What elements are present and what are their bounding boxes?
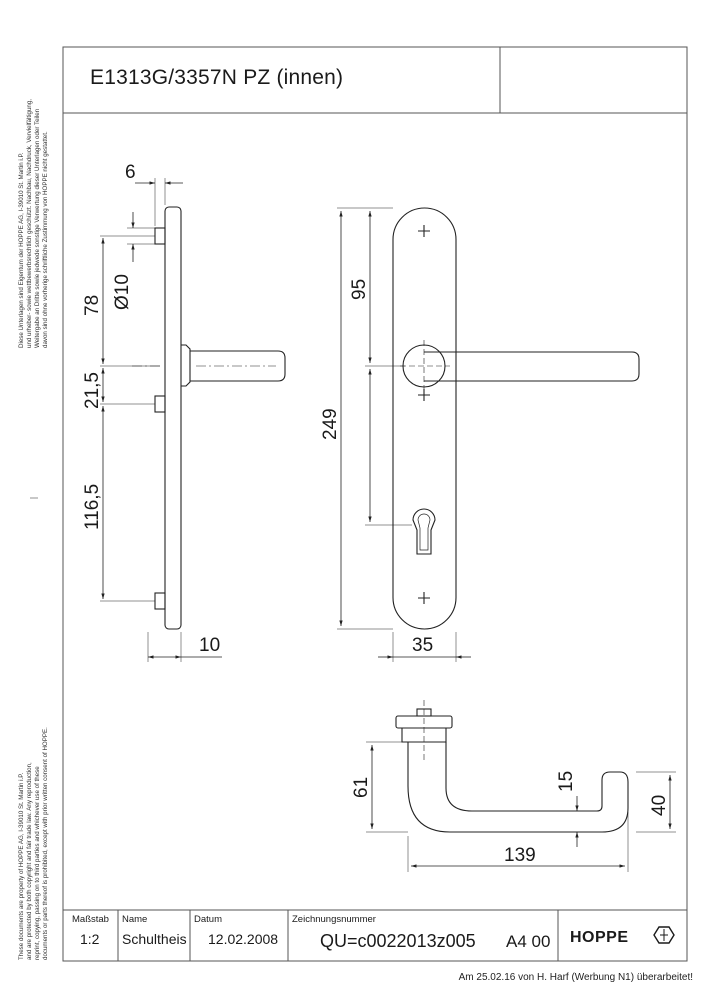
revision-note: Am 25.02.16 von H. Harf (Werbung N1) übe… (458, 972, 693, 983)
copyright-notice-german: Diese Unterlagen sind Eigentum der HOPPE… (18, 99, 50, 348)
format-value: A4 00 (506, 932, 550, 951)
dim-95: 95 (349, 279, 370, 300)
dimension-labels: 6 Ø10 78 21,5 116,5 10 95 249 35 61 15 4… (82, 162, 670, 866)
front-view-dimension-lines (337, 207, 471, 662)
dim-78: 78 (82, 295, 103, 316)
scale-value: 1:2 (80, 931, 100, 947)
notice-line: documents or parts thereof is prohibited… (42, 727, 49, 960)
notice-line: davon sind ohne vorherige schriftliche Z… (42, 131, 49, 348)
name-label: Name (122, 914, 147, 925)
dim-35: 35 (412, 635, 433, 656)
dim-21-5: 21,5 (82, 372, 103, 409)
notice-line: Diese Unterlagen sind Eigentum der HOPPE… (18, 152, 25, 348)
plan-view-drawing (395, 700, 629, 833)
plan-view-dimension-lines (366, 741, 676, 872)
dim-40: 40 (649, 795, 670, 816)
side-view-dimension-lines (100, 178, 222, 662)
date-value: 12.02.2008 (208, 931, 278, 947)
front-view-drawing (392, 207, 640, 630)
dim-61: 61 (351, 777, 372, 798)
title-block: Maßstab 1:2 Name Schultheis Datum 12.02.… (72, 914, 629, 951)
drawing-frame (62, 46, 688, 962)
notice-line: reprint, copying, passing on to third pa… (34, 766, 41, 960)
dim-10: 10 (199, 635, 220, 656)
scale-label: Maßstab (72, 914, 109, 925)
dim-139: 139 (504, 845, 536, 866)
dim-116-5: 116,5 (82, 484, 103, 530)
dim-15: 15 (556, 771, 577, 792)
drawing-number-value: QU=c0022013z005 (320, 931, 476, 951)
dim-249: 249 (320, 408, 341, 440)
hoppe-logo-text: HOPPE (570, 929, 629, 946)
dim-10-diameter: Ø10 (112, 274, 133, 310)
notice-line: and are protected by both copyright and … (26, 762, 33, 960)
copyright-notice-english: These documents are property of HOPPE AG… (18, 727, 50, 960)
dim-6: 6 (125, 162, 136, 183)
drawing-number-label: Zeichnungsnummer (292, 914, 376, 925)
hoppe-logo-icon (653, 926, 675, 944)
notice-line: Weitergabe an Dritte sowie jedwede sonst… (34, 108, 41, 348)
name-value: Schultheis (122, 931, 187, 947)
drawing-title: E1313G/3357N PZ (innen) (90, 66, 344, 89)
notice-line: und urheber- sowie wettbewerbsrechtlich … (26, 98, 33, 348)
notice-line: These documents are property of HOPPE AG… (18, 772, 25, 960)
date-label: Datum (194, 914, 222, 925)
side-view-drawing (132, 206, 286, 630)
